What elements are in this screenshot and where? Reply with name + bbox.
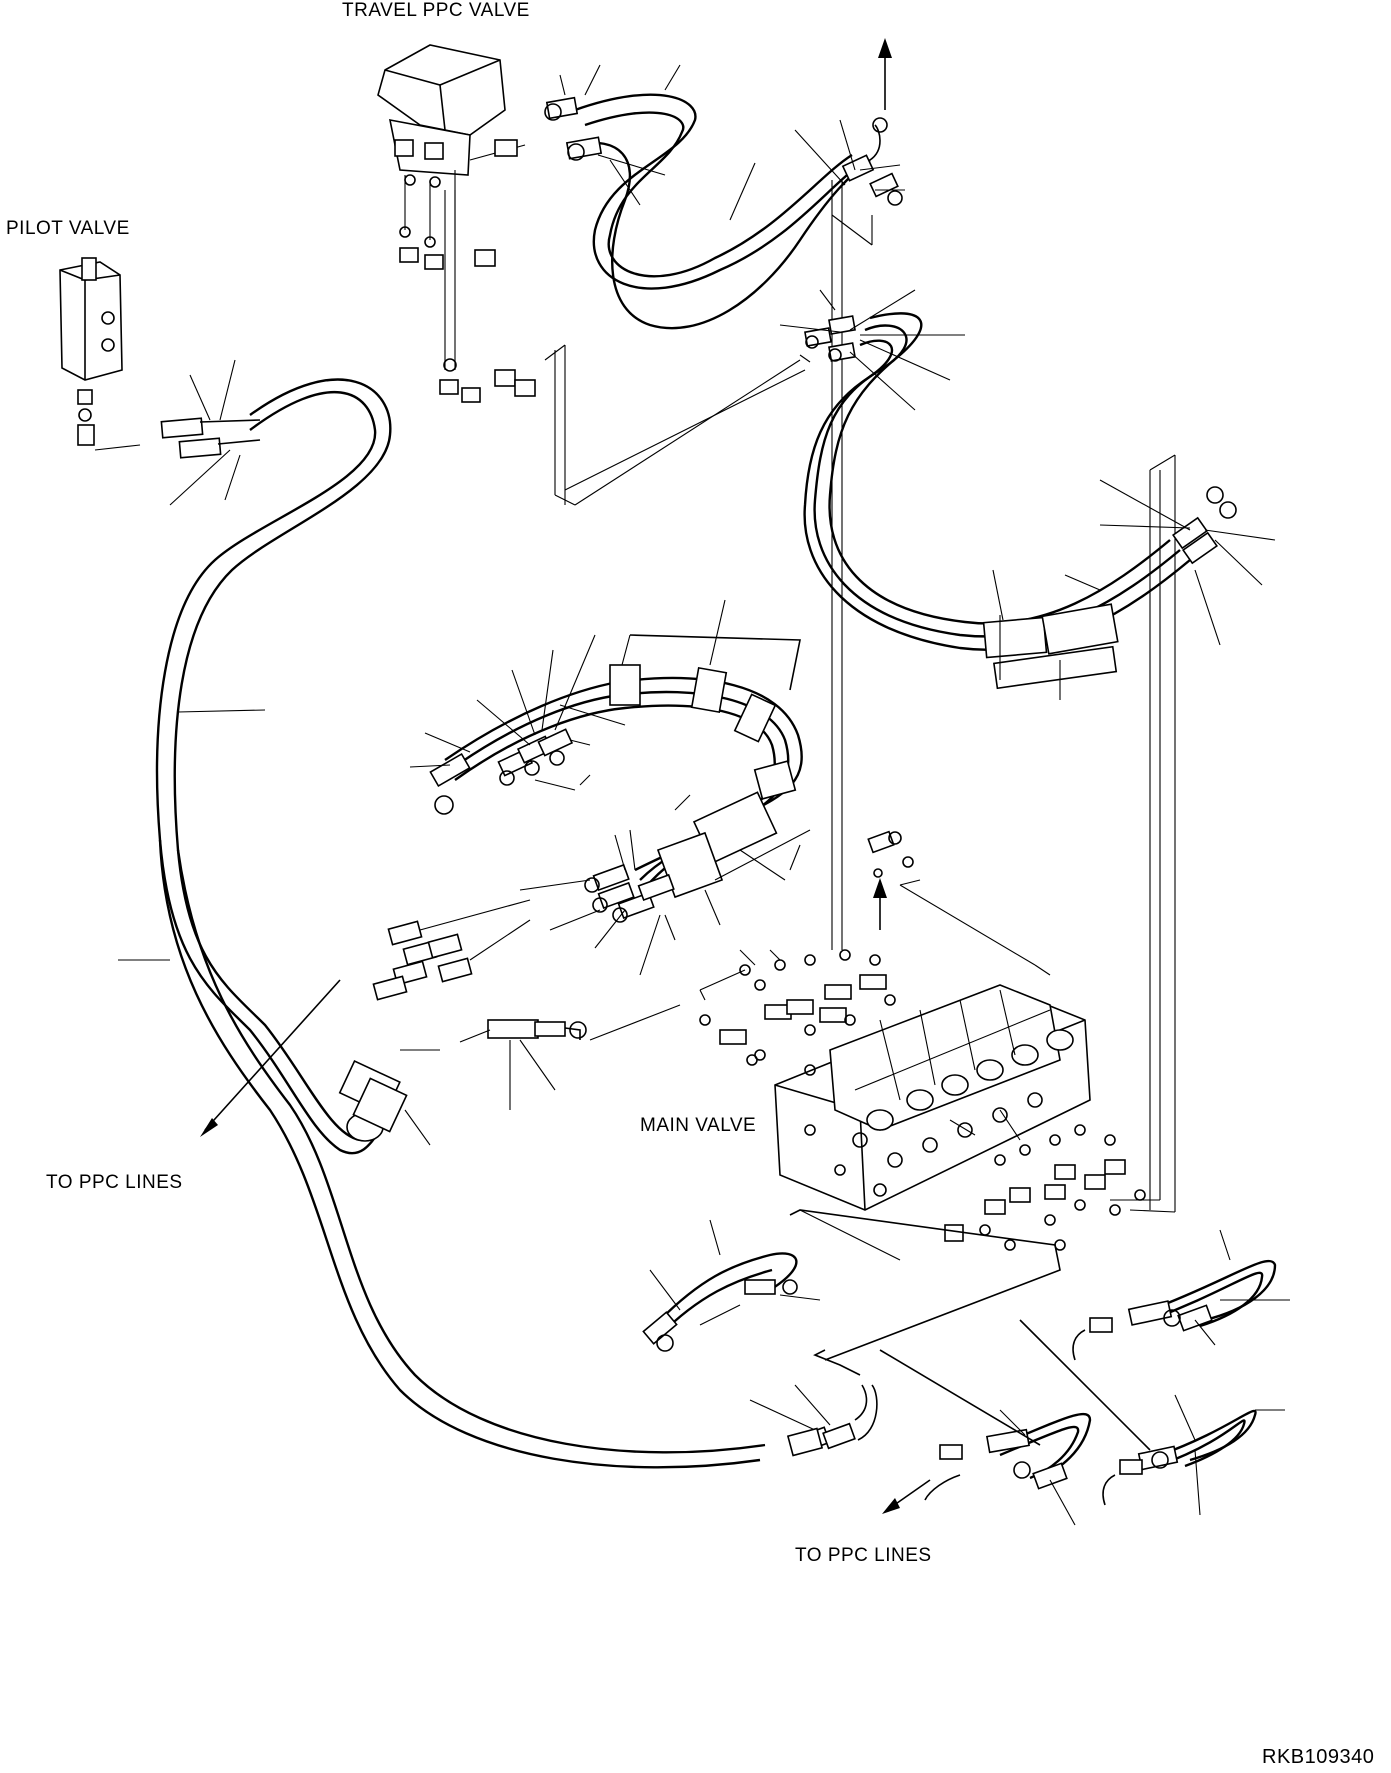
main-valve [774, 984, 1091, 1211]
right-hose-top-fittings [779, 289, 965, 411]
travel-hose-elbow [794, 38, 905, 206]
arrow-to-ppc-lines-bottom [882, 1479, 931, 1514]
center-bundle-bottom-fittings [519, 829, 676, 976]
left-hose-end-fitting [338, 1049, 440, 1146]
center-bundle-left-fittings [409, 634, 626, 815]
middle-short-hose [459, 1004, 681, 1110]
travel-valve-fittings [399, 139, 536, 403]
bottom-middle-hose [879, 1349, 1092, 1526]
bottom-right-hoses [1019, 1229, 1290, 1516]
label-pilot-valve: PILOT VALVE [6, 218, 130, 239]
arrow-to-ppc-lines-left [200, 979, 341, 1137]
center-hose-bundle [444, 599, 811, 926]
main-valve-bottom-fittings [944, 1109, 1146, 1251]
main-valve-top-fittings [699, 830, 1051, 1066]
label-main-valve: MAIN VALVE [640, 1115, 757, 1136]
label-travel-ppc-valve: TRAVEL PPC VALVE [342, 0, 530, 21]
travel-hoses-top [544, 64, 871, 330]
travel-to-main-connector-lines [544, 344, 811, 506]
main-pilot-hose-loop [118, 378, 766, 1469]
big-loop-bottom-fitting [786, 1427, 824, 1457]
lower-left-short-hose [642, 1209, 1061, 1361]
loose-fittings-cluster [372, 899, 531, 1001]
pilot-valve [59, 257, 141, 451]
label-to-ppc-lines-bottom: TO PPC LINES [795, 1545, 932, 1566]
pilot-valve-hose-fittings [160, 359, 261, 506]
travel-ppc-valve [377, 44, 506, 188]
label-drawing-code: RKB109340 [1262, 1746, 1375, 1768]
vertical-pipe-lines [831, 180, 1176, 1213]
right-hose-group [803, 312, 1276, 700]
label-to-ppc-lines-left: TO PPC LINES [46, 1172, 183, 1193]
